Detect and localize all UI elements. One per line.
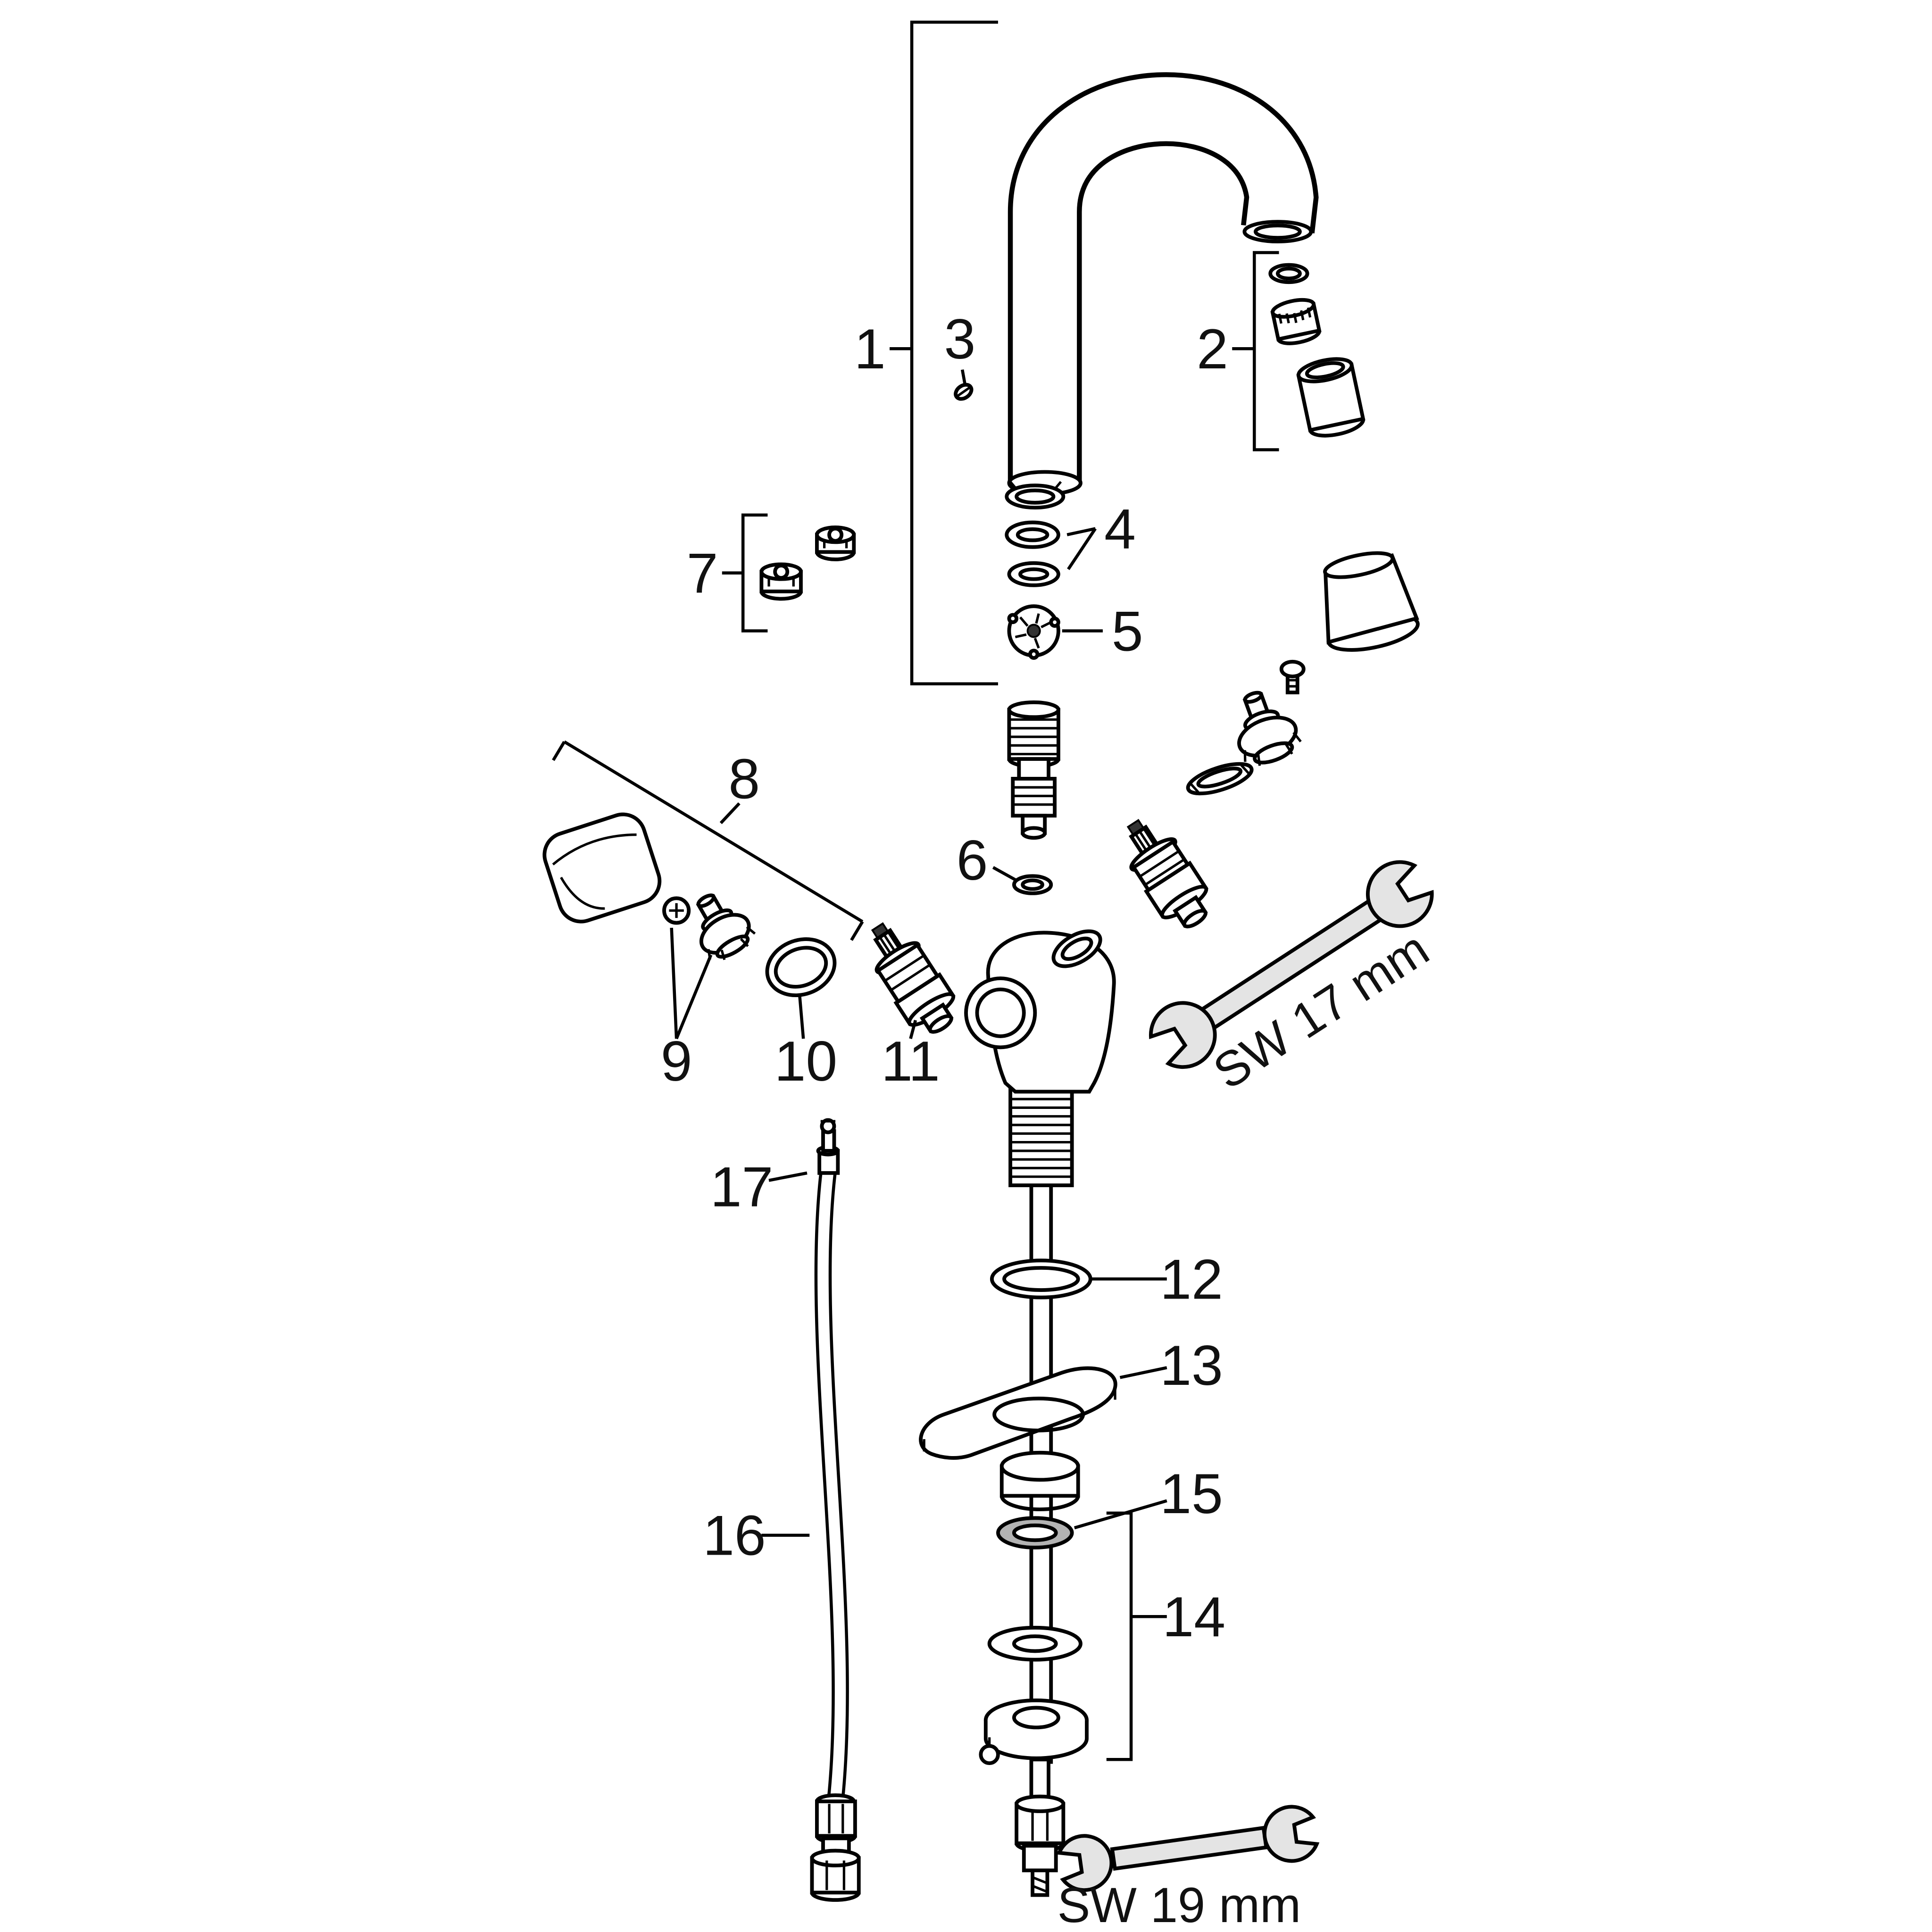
callout-label-15: 15: [1160, 1462, 1223, 1525]
callout-label-14: 14: [1162, 1585, 1225, 1649]
callout-label-2: 2: [1197, 317, 1228, 381]
callout-leader-lines: [552, 20, 1279, 1761]
body-top-port: [1051, 929, 1102, 968]
callout-label-16: 16: [703, 1504, 766, 1567]
trim-ring: [765, 937, 837, 998]
coupling-insert: [1007, 604, 1060, 660]
cone-handle: [1323, 551, 1420, 652]
handle-knob: [542, 812, 662, 924]
aerator-sleeve: [1296, 357, 1366, 438]
callout-label-5: 5: [1112, 600, 1143, 663]
fastening-clamp: [979, 1698, 1089, 1765]
spout: [1007, 72, 1319, 496]
hose-nut: [810, 1793, 861, 1902]
handle-screw: [662, 896, 691, 925]
flange-collar: [999, 1450, 1080, 1511]
hose-connector: [816, 1118, 840, 1175]
callout-label-9: 9: [661, 1030, 692, 1093]
body-side-port: [964, 976, 1037, 1049]
wrench-19-label: SW 19 mm: [1058, 1878, 1301, 1932]
callout-label-10: 10: [774, 1030, 838, 1093]
center-hose-tail: [1015, 1757, 1066, 1897]
set-screw: [954, 383, 974, 401]
callout-label-7: 7: [687, 541, 718, 605]
callout-label-11: 11: [881, 1030, 940, 1093]
fastening-washer: [987, 1625, 1083, 1662]
seal-ring-set: [1005, 481, 1066, 587]
right-handle-adapter: [1237, 691, 1302, 766]
connection-o-ring: [1012, 874, 1053, 895]
callout-label-6: 6: [957, 829, 988, 892]
callout-label-3: 3: [944, 308, 976, 371]
callout-labels: 1 2 3 4 5 6 7 8 9 10 11 12 13 14 15 16 1…: [661, 308, 1228, 1649]
fastening-set: [979, 1625, 1089, 1765]
valve-cartridge-right: [1126, 819, 1208, 929]
callout-label-1: 1: [854, 317, 886, 381]
aerator-insert: [1270, 298, 1322, 345]
right-handle-screw: [1279, 659, 1306, 694]
aerator-seal: [1268, 263, 1309, 284]
callout-label-12: 12: [1160, 1248, 1223, 1311]
wrench-sw19: [1057, 1805, 1320, 1892]
callout-label-8: 8: [728, 748, 760, 811]
callout-label-17: 17: [710, 1155, 774, 1218]
o-ring-12: [990, 1258, 1092, 1299]
aerator-set: [1268, 263, 1366, 438]
connection-piece: [1007, 700, 1060, 895]
washer-15: [996, 1516, 1074, 1549]
valve-cartridge-left: [871, 922, 956, 1034]
flexible-hose: [810, 1118, 861, 1902]
callout-label-13: 13: [1160, 1334, 1223, 1397]
callout-label-4: 4: [1104, 497, 1136, 560]
wave-washer: [1186, 762, 1254, 796]
mounting-flange: [919, 1366, 1117, 1511]
handle-adapter: [696, 893, 756, 960]
threaded-inserts: [759, 525, 856, 601]
